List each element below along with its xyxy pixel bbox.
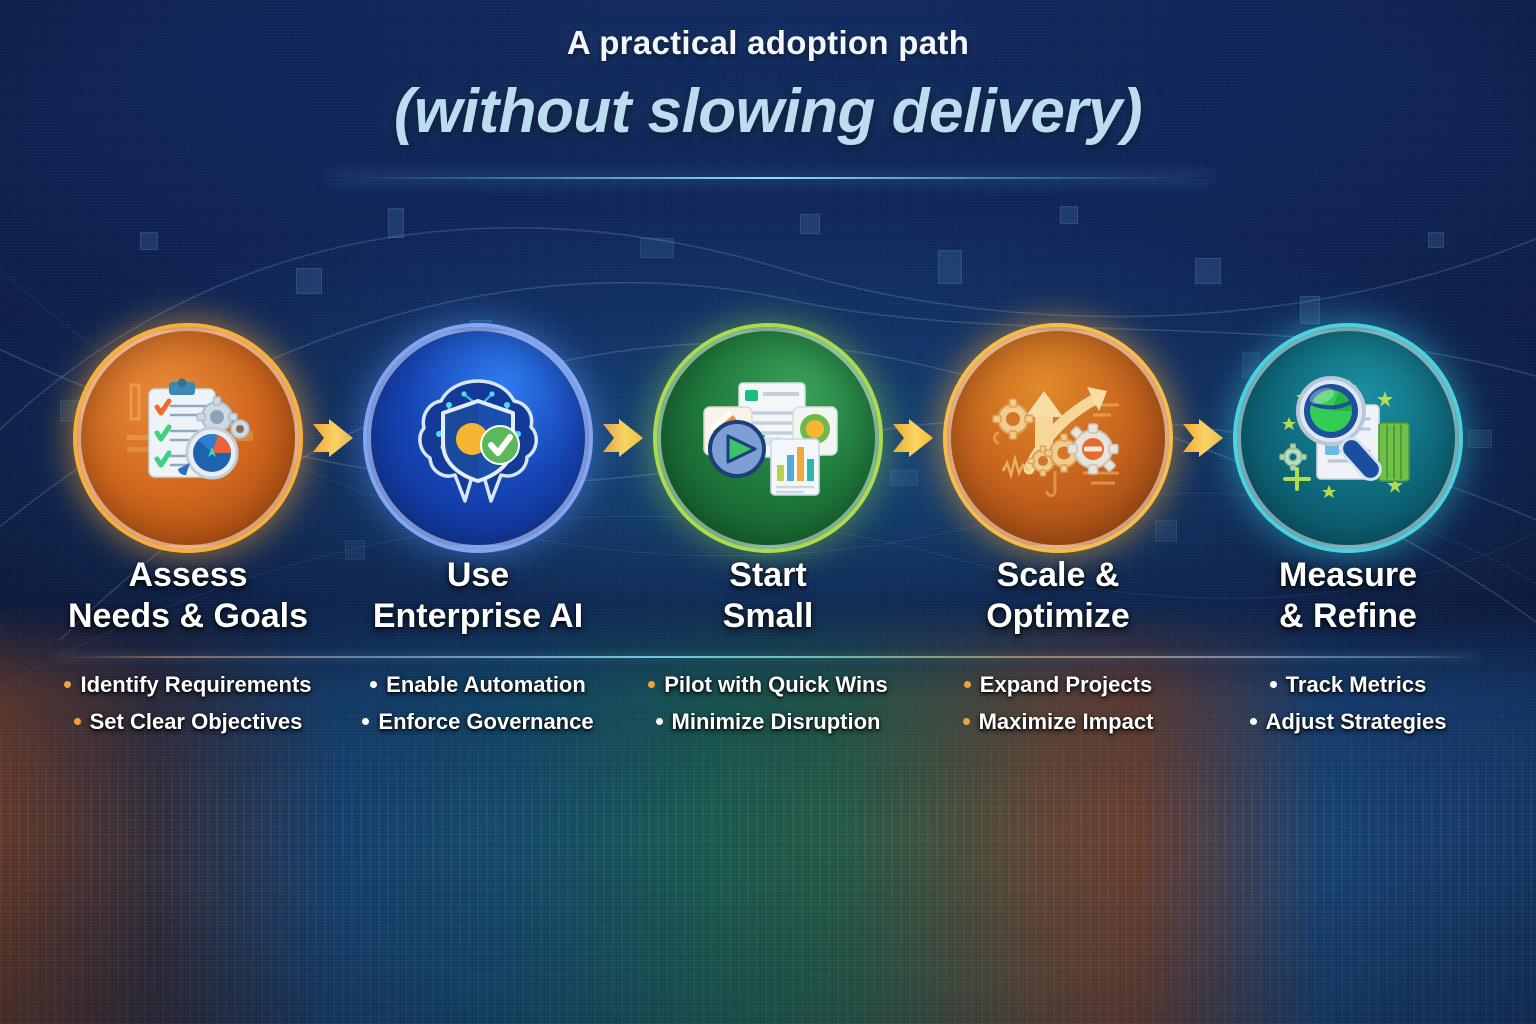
step-circle-assess-needs-goals[interactable] (72, 322, 304, 554)
circle-body (367, 327, 589, 549)
step-label-use-enterprise-ai: Use Enterprise AI (333, 555, 623, 638)
bullet-label: Identify Requirements (80, 672, 312, 697)
bullet-item: Maximize Impact (913, 709, 1203, 735)
bullet-dot-icon (648, 681, 656, 688)
bullet-list-start-small: Pilot with Quick Wins Minimize Disruptio… (623, 672, 913, 746)
background-city-texture (0, 694, 1536, 1024)
next-step-arrow-icon (313, 419, 353, 457)
bullet-label: Minimize Disruption (671, 709, 881, 734)
step-title: Assess Needs & Goals (68, 556, 308, 636)
next-step-arrow-icon (603, 419, 643, 457)
next-step-arrow-icon (1183, 419, 1223, 457)
bullet-dot-icon (963, 681, 971, 688)
steps-row (0, 318, 1536, 558)
bullet-label: Expand Projects (979, 672, 1153, 697)
bullet-label: Enforce Governance (378, 709, 594, 734)
step-label-scale-optimize: Scale & Optimize (913, 555, 1203, 638)
circle-body (947, 327, 1169, 549)
page-subtitle: (without slowing delivery) (393, 77, 1143, 146)
arrow-slot-3 (884, 415, 942, 461)
bullet-item: Adjust Strategies (1203, 709, 1493, 735)
bullet-list-assess-needs-goals: Identify Requirements Set Clear Objectiv… (43, 672, 333, 746)
bullet-item: Track Metrics (1203, 672, 1493, 698)
step-label-assess-needs-goals: Assess Needs & Goals (43, 555, 333, 638)
bullet-label: Pilot with Quick Wins (664, 672, 888, 697)
bullet-item: Enable Automation (333, 672, 623, 698)
step-circle-scale-optimize[interactable] (942, 322, 1174, 554)
arrow-slot-2 (594, 415, 652, 461)
bullet-label: Adjust Strategies (1265, 709, 1447, 734)
bullet-dot-icon (655, 718, 663, 725)
step-title: Measure & Refine (1279, 556, 1417, 636)
bullet-item: Minimize Disruption (623, 709, 913, 735)
bullet-list-scale-optimize: Expand Projects Maximize Impact (913, 672, 1203, 746)
magnifier-piechart-icon (1279, 376, 1410, 498)
bullet-label: Enable Automation (386, 672, 586, 697)
bullet-item: Set Clear Objectives (43, 709, 333, 735)
step-title: Start Small (722, 556, 814, 636)
step-label-start-small: Start Small (623, 555, 913, 638)
bullet-list-use-enterprise-ai: Enable Automation Enforce Governance (333, 672, 623, 746)
arrow-slot-4 (1174, 415, 1232, 461)
bullets-divider (55, 656, 1481, 658)
page-title: A practical adoption path (566, 24, 970, 61)
step-circle-start-small[interactable] (652, 322, 884, 554)
bullet-label: Maximize Impact (978, 709, 1154, 734)
brain-shield-icon (418, 379, 538, 503)
page-title-block: A practical adoption path (without slowi… (0, 24, 1536, 147)
step-bullets-row: Identify Requirements Set Clear Objectiv… (0, 672, 1536, 746)
background-cityscape (0, 604, 1536, 1024)
bullet-dot-icon (362, 718, 370, 725)
clipboard-checklist-icon (127, 378, 253, 480)
bullet-dot-icon (73, 718, 81, 725)
step-label-measure-refine: Measure & Refine (1203, 555, 1493, 638)
step-circle-use-enterprise-ai[interactable] (362, 322, 594, 554)
bullet-label: Set Clear Objectives (89, 709, 303, 734)
bullet-label: Track Metrics (1285, 672, 1427, 697)
bullet-dot-icon (962, 718, 970, 725)
bullet-dot-icon (1249, 718, 1257, 725)
step-title: Scale & Optimize (986, 556, 1130, 636)
circle-body (1237, 327, 1459, 549)
arrow-slot-1 (304, 415, 362, 461)
bullet-item: Identify Requirements (43, 672, 333, 698)
growth-arrows-gears-icon (992, 387, 1119, 497)
step-circle-measure-refine[interactable] (1232, 322, 1464, 554)
bullet-item: Enforce Governance (333, 709, 623, 735)
bullet-dot-icon (370, 681, 378, 688)
step-titles-row: Assess Needs & Goals Use Enterprise AI S… (0, 555, 1536, 638)
next-step-arrow-icon (893, 419, 933, 457)
circle-body (77, 327, 299, 549)
bullet-list-measure-refine: Track Metrics Adjust Strategies (1203, 672, 1493, 746)
documents-play-chart-icon (703, 382, 838, 496)
bullet-item: Pilot with Quick Wins (623, 672, 913, 698)
bullet-item: Expand Projects (913, 672, 1203, 698)
circle-body (657, 327, 879, 549)
bullet-dot-icon (1269, 681, 1277, 688)
bullet-dot-icon (64, 681, 72, 688)
title-divider (330, 177, 1210, 179)
step-title: Use Enterprise AI (372, 556, 584, 636)
